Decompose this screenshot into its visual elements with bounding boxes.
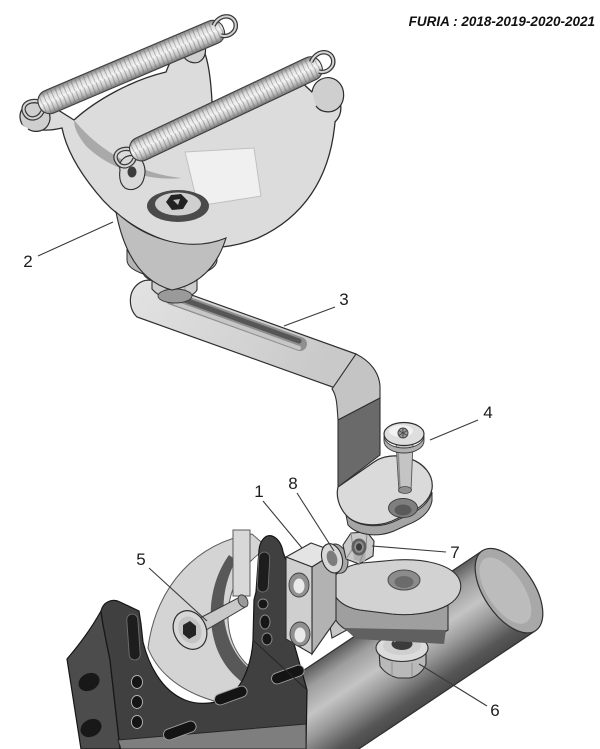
leader-line-6 bbox=[418, 663, 488, 707]
callout-label-7: 7 bbox=[450, 543, 459, 562]
callout-label-3: 3 bbox=[339, 290, 348, 309]
mounting-plate bbox=[66, 535, 308, 749]
leader-line-5 bbox=[148, 567, 208, 622]
leader-line-4 bbox=[429, 419, 479, 441]
countersunk-socket-screw bbox=[172, 594, 249, 650]
cradle-centre-screw bbox=[147, 190, 209, 222]
callout-label-4: 4 bbox=[483, 403, 492, 422]
hex-socket bbox=[183, 621, 196, 639]
extension-spring-upper bbox=[21, 14, 238, 121]
callout-label-5: 5 bbox=[136, 550, 145, 569]
callouts bbox=[37, 221, 488, 707]
washer bbox=[320, 543, 349, 574]
diagram-title: FURIA : 2018-2019-2020-2021 bbox=[409, 14, 595, 29]
leader-line-1 bbox=[262, 500, 303, 549]
leader-line-7 bbox=[371, 545, 447, 553]
callout-label-8: 8 bbox=[288, 474, 297, 493]
extension-spring-lower bbox=[113, 50, 336, 169]
leader-line-2 bbox=[37, 221, 114, 257]
callout-label-2: 2 bbox=[23, 252, 32, 271]
slotted-adjustment-arm bbox=[129, 279, 433, 536]
callout-label-6: 6 bbox=[490, 701, 499, 720]
leader-line-3 bbox=[283, 306, 336, 327]
callout-labels: 1 2 3 4 5 6 7 8 bbox=[23, 252, 499, 720]
clevis-fork-arm bbox=[321, 559, 462, 644]
hex-nut bbox=[342, 531, 375, 565]
callout-label-1: 1 bbox=[254, 482, 263, 501]
button-head-screw bbox=[383, 421, 425, 494]
leader-line-8 bbox=[296, 492, 335, 552]
